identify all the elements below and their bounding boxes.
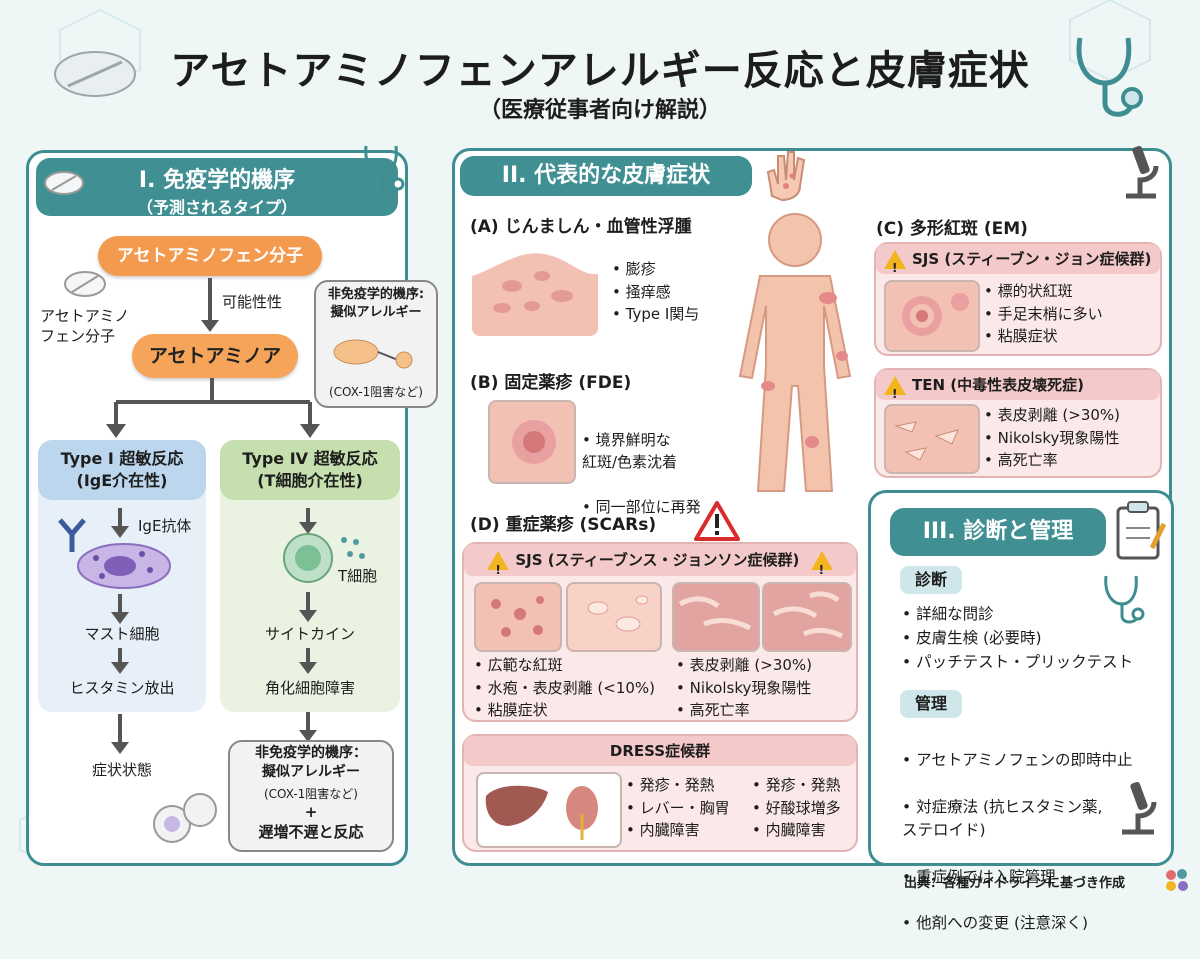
em-sjs-bullets: 標的状紅斑 手足末梢に多い 粘膜症状 (984, 280, 1103, 348)
pill-icon (153, 793, 217, 843)
source-footer: 出典：各種ガイドラインに基づき作成 (904, 876, 1126, 891)
clipboard-icon (1116, 501, 1166, 560)
arrow (111, 648, 129, 674)
kidney-icon (566, 786, 598, 840)
section3-heading: III. 診断と管理 (890, 508, 1106, 556)
em-ten-bullets: 表皮剥離 (>30%) Nikolsky現象陽性 高死亡率 (984, 404, 1120, 472)
acetaminophen-molecule-box: アセトアミノフェン分子 (98, 236, 322, 276)
urticaria-image (472, 246, 598, 336)
warning-icon (487, 551, 510, 586)
diagnosis-head: 診断 (900, 566, 962, 594)
type1-title: Type I 超敏反応 (IgE介在性) (60, 449, 184, 490)
t-cell-dots-icon (341, 537, 365, 559)
t-cell-label: T細胞 (338, 567, 378, 585)
mast-cell-icon (77, 543, 171, 589)
delayed-label: 遅増不遅と反応 (258, 823, 364, 841)
scars-sjs-head: SJS (スティーブンス・ジョンソン症候群) (464, 544, 856, 586)
urticaria-label: (A) じんましん・血管性浮腫 (470, 217, 692, 237)
dress-head: DRESS症候群 (464, 736, 856, 766)
target-lesion-image (884, 280, 980, 352)
em-ten-head: TEN (中毒性表皮壊死症) (876, 370, 1160, 409)
logo-icon (1166, 869, 1188, 891)
dress-organs-image (476, 772, 622, 848)
scars-right-bullets: 表皮剥離 (>30%) Nikolsky現象陽性 高死亡率 (676, 654, 812, 722)
warning-icon (884, 250, 906, 283)
non-immune-bottom-box (228, 740, 394, 852)
non-immune-top-title: 非免疫学的機序: 擬似アレルギー (327, 287, 425, 320)
scars-label: (D) 重症薬疹 (SCARs) (470, 515, 657, 535)
body-figure-icon (738, 213, 852, 492)
ige-label: IgE抗体 (138, 517, 192, 535)
management-bullets: アセトアミノフェンの即時中止 対症療法 (抗ヒスタミン薬, ステロイド) 重症例… (902, 726, 1132, 959)
histamine-label: ヒスタミン放出 (69, 679, 175, 697)
fde-image (488, 400, 576, 484)
quinone-box: アセトアミノア (132, 334, 298, 378)
hand-icon (766, 151, 806, 202)
symptom-label: 症状状態 (91, 761, 152, 779)
em-sjs-head: SJS (スティーブン・ジョン症候群) (876, 244, 1160, 283)
warning-icon (810, 551, 833, 586)
sjs-rash-image-1 (474, 582, 562, 652)
fde-label: (B) 固定薬疹 (FDE) (470, 373, 632, 393)
plus-sign: + (304, 803, 318, 821)
warning-icon (884, 376, 906, 409)
non-immune-bottom-note: (COX-1阻害など) (263, 787, 358, 801)
ten-rash-image-2 (762, 582, 852, 652)
cytokine-label: サイトカイン (264, 625, 355, 643)
warning-icon (694, 501, 740, 541)
t-cell-icon (283, 533, 333, 583)
microscope-icon (1122, 781, 1157, 835)
stethoscope-icon (1076, 37, 1143, 117)
section2-heading: II. 代表的な皮膚症状 (460, 156, 752, 196)
sjs-rash-image-2 (566, 582, 662, 652)
scars-left-bullets: 広範な紅斑 水疱・表皮剥離 (<10%) 粘膜症状 (474, 654, 655, 722)
ige-antibody-icon (58, 518, 86, 552)
arrow (299, 648, 317, 674)
pill-icon (44, 171, 84, 195)
arrow (299, 712, 317, 742)
arrow (299, 508, 317, 534)
urticaria-bullets: 膨疹 掻痒感 Type I関与 (612, 258, 700, 326)
keratinocyte-label: 角化細胞障害 (264, 679, 355, 697)
stethoscope-icon (364, 145, 405, 194)
fde-bullets: 境界鮮明な 紅斑/色素沈着 同一部位に再発 (582, 406, 701, 541)
ten-image (884, 404, 980, 474)
non-immune-top-note: (COX-1阻害など) (328, 385, 423, 399)
diagnosis-bullets: 詳細な問診 皮膚生検 (必要時) パッチテスト・プリックテスト (902, 602, 1133, 674)
molecule-side-label: アセトアミノ フェン分子 (40, 307, 130, 346)
type4-title: Type IV 超敏反応 (T細胞介在性) (242, 449, 378, 490)
possibility-label: 可能性性 (222, 293, 283, 311)
microscope-icon (1126, 145, 1159, 199)
page-subtitle: （医療従事者向け解説） (478, 98, 721, 123)
em-label: (C) 多形紅斑 (EM) (876, 219, 1028, 239)
arrow (111, 714, 129, 754)
dress-left-bullets: 発疹・発熱 レバー・胸胃 内臓障害 (626, 774, 730, 842)
type4-title-box (220, 440, 400, 500)
pill-icon (64, 271, 106, 297)
page-title: アセトアミノフェンアレルギー反応と皮膚症状 (170, 48, 1030, 94)
arrow (111, 508, 129, 538)
dress-right-bullets: 発疹・発熱 好酸球増多 内臓障害 (752, 774, 841, 842)
management-head: 管理 (900, 690, 962, 718)
non-immune-bottom-title: 非免疫学的機序： 擬似アレルギー (255, 745, 367, 780)
liver-icon (485, 785, 598, 840)
section1-heading: I. 免疫学的機序 （予測されるタイプ） (36, 158, 398, 217)
non-immune-top-box (314, 280, 438, 408)
arrow (201, 278, 219, 332)
arrow (111, 594, 129, 624)
ten-rash-image-1 (672, 582, 760, 652)
branch-arrows (106, 378, 320, 438)
pill-icon (54, 51, 136, 97)
arrow (299, 592, 317, 622)
type1-title-box (38, 440, 206, 500)
cox-inhibition-icon (333, 339, 413, 369)
mast-cell-label: マスト細胞 (84, 625, 160, 643)
